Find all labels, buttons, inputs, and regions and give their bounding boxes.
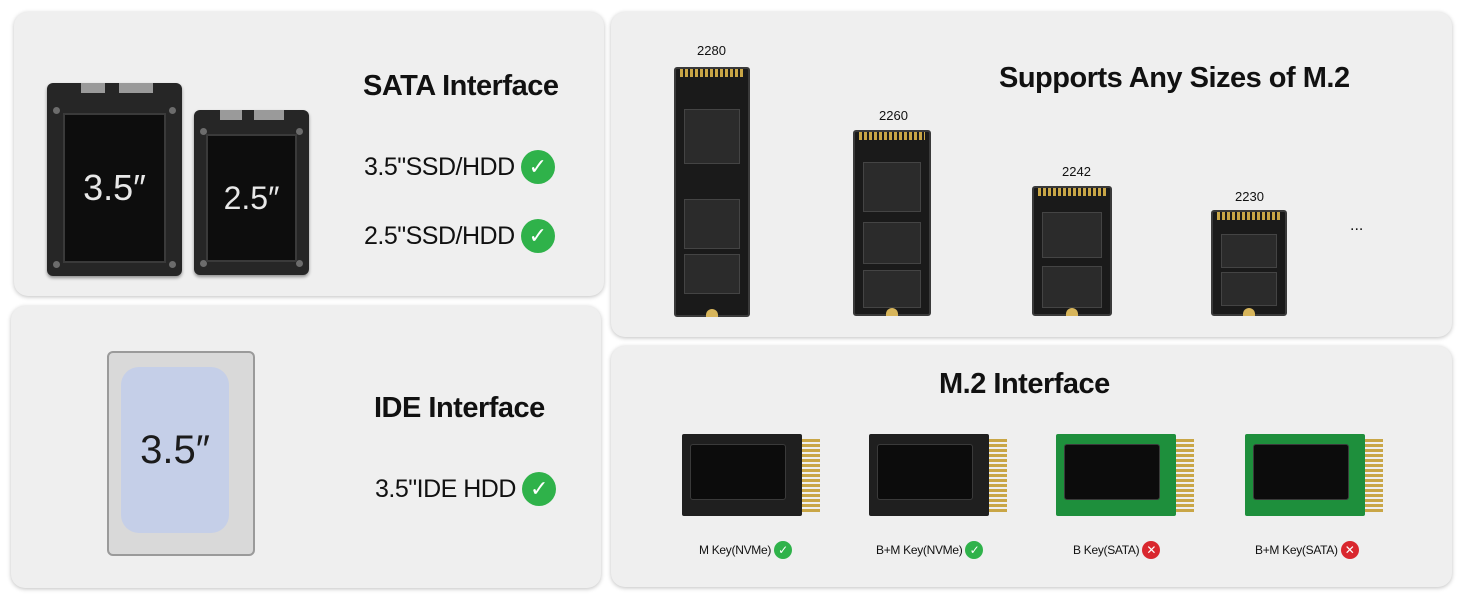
bm-key-sata-board	[1245, 430, 1383, 520]
drive-size-label: 2.5″	[223, 179, 280, 216]
sata-item-3-5: 3.5"SSD/HDD ✓	[364, 150, 555, 184]
m-key-nvme-board	[682, 430, 820, 520]
drive-size-label: 3.5″	[140, 427, 210, 472]
cross-icon: ✕	[1340, 541, 1359, 559]
more-sizes-ellipsis: ...	[1350, 217, 1364, 234]
ide-title: IDE Interface	[374, 392, 545, 424]
m2-board-2280	[674, 67, 750, 317]
size-label-2230: 2230	[1235, 189, 1264, 204]
sata-item-2-5: 2.5"SSD/HDD ✓	[364, 219, 555, 253]
ssd-2-5-image: 2.5″	[194, 110, 309, 275]
m2-sizes-panel: Supports Any Sizes of M.2 2280 2260 2242…	[611, 12, 1452, 337]
key-label-text: B+M Key(NVMe)	[876, 543, 963, 557]
sata-title: SATA Interface	[363, 70, 559, 102]
ide-interface-panel: 3.5″ IDE Interface 3.5"IDE HDD ✓	[11, 306, 601, 588]
size-label-2242: 2242	[1062, 164, 1091, 179]
key-label-text: B Key(SATA)	[1073, 543, 1140, 557]
bm-key-nvme-board	[869, 430, 1007, 520]
support-label: 3.5"IDE HDD	[375, 474, 516, 503]
check-icon: ✓	[521, 472, 556, 506]
b-key-sata-board	[1056, 430, 1194, 520]
check-icon: ✓	[774, 541, 793, 559]
size-label-2280: 2280	[697, 43, 726, 58]
check-icon: ✓	[520, 219, 555, 253]
sata-interface-panel: 3.5″ 2.5″ SATA Interface 3.5"SSD/HDD ✓ 2…	[14, 12, 604, 296]
hdd-3-5-image: 3.5″	[107, 351, 255, 556]
size-label-2260: 2260	[879, 108, 908, 123]
check-icon: ✓	[965, 541, 984, 559]
m2-sizes-title: Supports Any Sizes of M.2	[999, 62, 1350, 94]
key-label-text: B+M Key(SATA)	[1255, 543, 1338, 557]
m2-board-2242	[1032, 186, 1112, 316]
cross-icon: ✕	[1142, 541, 1161, 559]
m2-board-2230	[1211, 210, 1287, 316]
key-label-bm-nvme: B+M Key(NVMe) ✓	[876, 541, 984, 559]
drive-size-label: 3.5″	[83, 167, 146, 208]
ssd-3-5-image: 3.5″	[47, 83, 182, 276]
key-label-m-nvme: M Key(NVMe) ✓	[699, 541, 793, 559]
support-label: 2.5"SSD/HDD	[364, 221, 515, 250]
m2-board-2260	[853, 130, 931, 316]
check-icon: ✓	[520, 150, 555, 184]
m2-interface-title: M.2 Interface	[939, 368, 1110, 400]
ide-item-3-5: 3.5"IDE HDD ✓	[375, 472, 556, 506]
key-label-text: M Key(NVMe)	[699, 543, 772, 557]
m2-interface-panel: M.2 Interface M Key(NVMe) ✓ B+M Key(NVMe…	[611, 346, 1452, 587]
support-label: 3.5"SSD/HDD	[364, 152, 515, 181]
key-label-b-sata: B Key(SATA) ✕	[1073, 541, 1161, 559]
key-label-bm-sata: B+M Key(SATA) ✕	[1255, 541, 1359, 559]
